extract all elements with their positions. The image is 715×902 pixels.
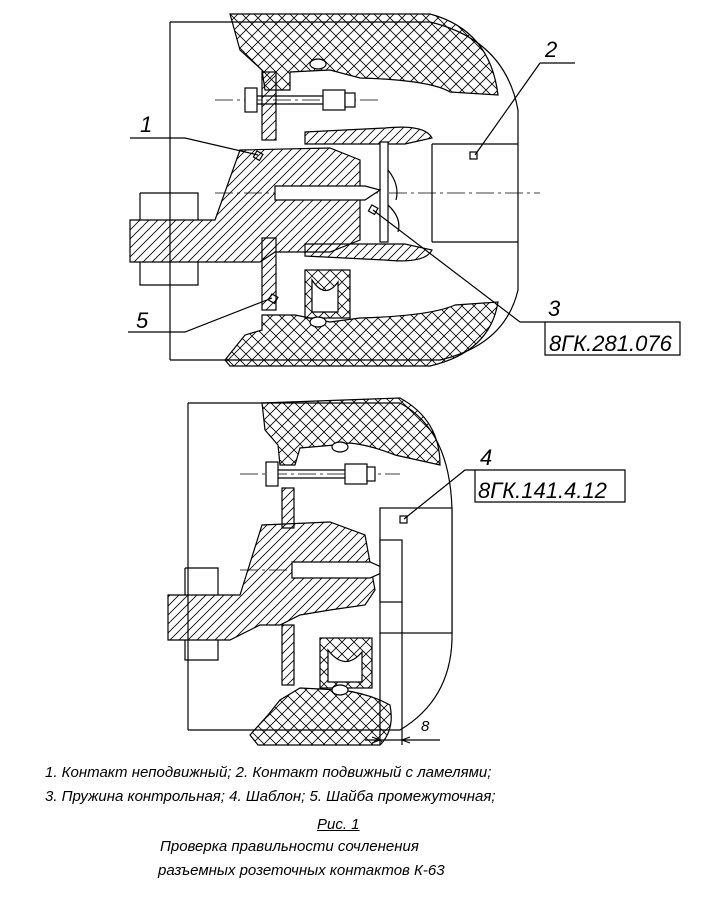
leader-2 (474, 62, 575, 156)
insulation-top-upper (229, 13, 499, 96)
lamella-upper (304, 126, 433, 145)
insulation-top-lower (224, 301, 499, 367)
dimension-8-line (365, 736, 440, 744)
callout-3: 3 (548, 296, 561, 321)
insulation-bottom-lower (249, 687, 392, 746)
callout-3-code: 8ГК.281.076 (549, 331, 673, 356)
callout-2: 2 (544, 37, 557, 62)
callout-4-code: 8ГК.141.4.12 (478, 478, 607, 503)
callout-4: 4 (480, 445, 492, 470)
dimension-8: 8 (421, 718, 430, 735)
legend-line-2: 3. Пружина контрольная; 4. Шаблон; 5. Ша… (45, 788, 496, 805)
figure-label: Рис. 1 (317, 816, 360, 833)
figure-title-1: Проверка правильности сочленения (160, 838, 419, 855)
top-view (128, 13, 681, 367)
callout-5: 5 (136, 308, 149, 333)
legend-line-1: 1. Контакт неподвижный; 2. Контакт подви… (45, 764, 492, 781)
callout-1: 1 (140, 112, 152, 137)
figure-title-2: разъемных розеточных контактов К-63 (158, 862, 445, 879)
leader-4 (403, 469, 626, 520)
leader-3 (372, 209, 681, 356)
lamella-lower (304, 243, 433, 262)
leader-1 (130, 137, 259, 156)
leader-5 (128, 297, 273, 333)
insulation-bottom-upper (261, 397, 441, 466)
shaft-bottom (167, 521, 376, 641)
bottom-view (167, 397, 626, 746)
